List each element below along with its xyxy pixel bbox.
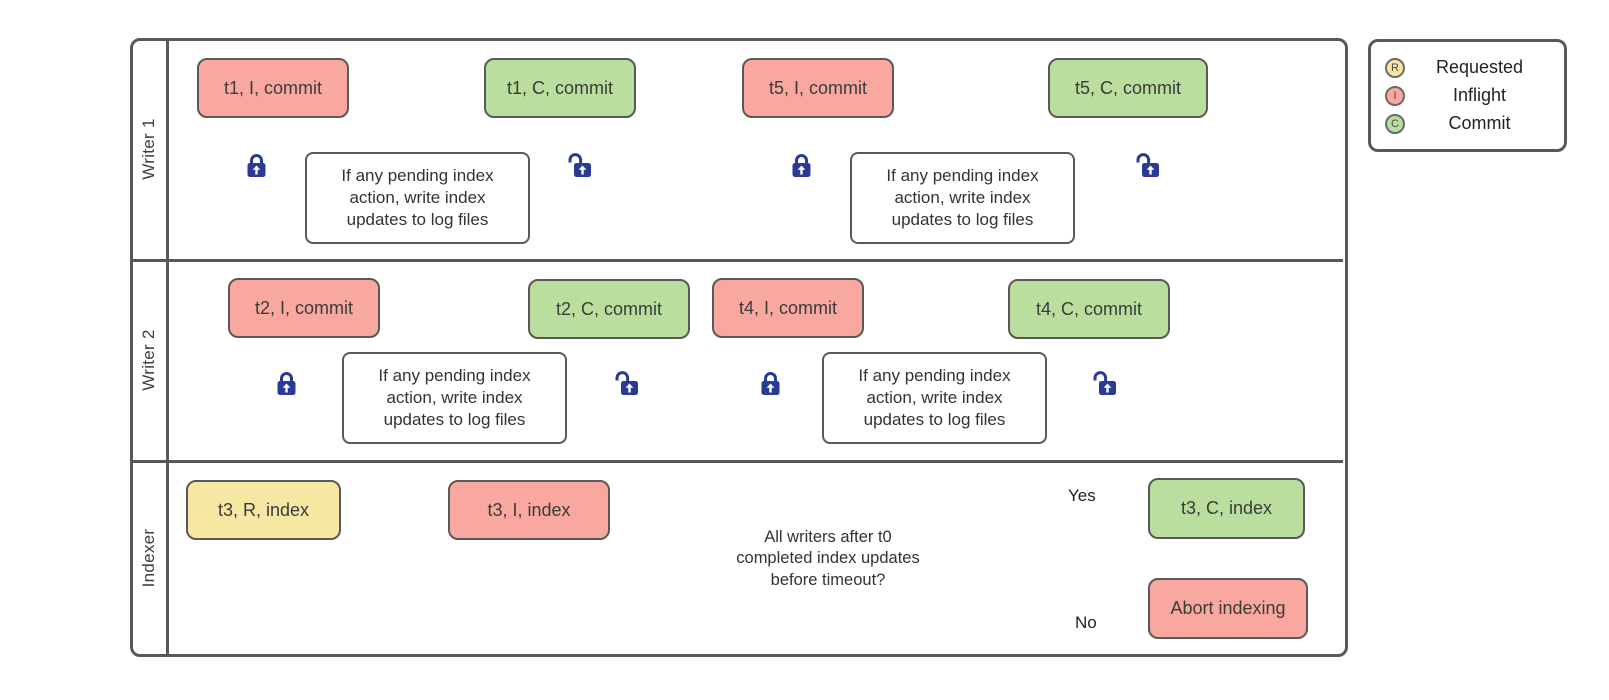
info-line: If any pending index: [341, 165, 494, 185]
lane-label-writer2: Writer 2: [139, 329, 158, 391]
legend-item-commit: C Commit: [1385, 110, 1554, 138]
lane-label-divider: [166, 40, 169, 654]
lane-label-writer1: Writer 1: [139, 118, 158, 180]
lock-closed-icon: [792, 154, 811, 177]
info-box-writer1-a: If any pending index action, write index…: [305, 152, 530, 244]
lock-closed-icon: [761, 372, 780, 395]
lane-divider-writer1-writer2: [131, 259, 1343, 262]
swimlane-frame: [130, 38, 1348, 657]
node-t1-inflight-commit: t1, I, commit: [197, 58, 349, 118]
lane-divider-writer2-indexer: [131, 460, 1343, 463]
lock-closed-icon: [277, 372, 296, 395]
info-line: If any pending index: [886, 165, 1039, 185]
node-t2-inflight-commit: t2, I, commit: [228, 278, 380, 338]
node-abort-indexing: Abort indexing: [1148, 578, 1308, 639]
info-line: action, write index: [349, 187, 486, 207]
node-t4-commit-commit: t4, C, commit: [1008, 279, 1170, 339]
requested-badge-icon: R: [1385, 57, 1405, 78]
branch-no-label: No: [1075, 613, 1097, 632]
legend-label: Requested: [1435, 57, 1524, 77]
node-t2-commit-commit: t2, C, commit: [528, 279, 690, 339]
lock-open-icon: [568, 153, 591, 177]
lock-open-icon: [1093, 371, 1116, 395]
info-box-writer2-b: If any pending index action, write index…: [822, 352, 1047, 444]
info-line: action, write index: [866, 387, 1003, 407]
info-line: action, write index: [894, 187, 1031, 207]
legend-label: Commit: [1448, 113, 1511, 133]
node-t5-commit-commit: t5, C, commit: [1048, 58, 1208, 118]
node-t3-inflight-index: t3, I, index: [448, 480, 610, 540]
node-t4-inflight-commit: t4, I, commit: [712, 278, 864, 338]
lock-closed-icon: [247, 154, 266, 177]
lane-label-indexer: Indexer: [139, 528, 158, 588]
info-line: updates to log files: [346, 210, 489, 230]
lock-open-icon: [1136, 153, 1159, 177]
node-t3-requested-index: t3, R, index: [186, 480, 341, 540]
node-t5-inflight-commit: t5, I, commit: [742, 58, 894, 118]
decision-line: before timeout?: [770, 570, 886, 589]
info-line: If any pending index: [378, 365, 531, 385]
decision-line: completed index updates: [736, 549, 920, 568]
branch-yes-label: Yes: [1068, 486, 1096, 505]
commit-badge-icon: C: [1385, 113, 1405, 134]
legend-label: Inflight: [1452, 85, 1507, 105]
node-t3-commit-index: t3, C, index: [1148, 478, 1305, 539]
legend: R Requested I Inflight C Commit: [1368, 39, 1567, 152]
legend-item-requested: R Requested: [1385, 54, 1554, 82]
info-line: updates to log files: [891, 210, 1034, 230]
info-box-writer1-b: If any pending index action, write index…: [850, 152, 1075, 244]
inflight-badge-icon: I: [1385, 85, 1405, 106]
legend-item-inflight: I Inflight: [1385, 82, 1554, 110]
lock-open-icon: [615, 371, 638, 395]
info-line: updates to log files: [863, 410, 1006, 430]
node-t1-commit-commit: t1, C, commit: [484, 58, 636, 118]
info-line: updates to log files: [383, 410, 526, 430]
decision-line: All writers after t0: [764, 528, 892, 546]
info-line: action, write index: [386, 387, 523, 407]
info-line: If any pending index: [858, 365, 1011, 385]
info-box-writer2-a: If any pending index action, write index…: [342, 352, 567, 444]
decision-label: All writers after t0 completed index upd…: [700, 527, 956, 591]
